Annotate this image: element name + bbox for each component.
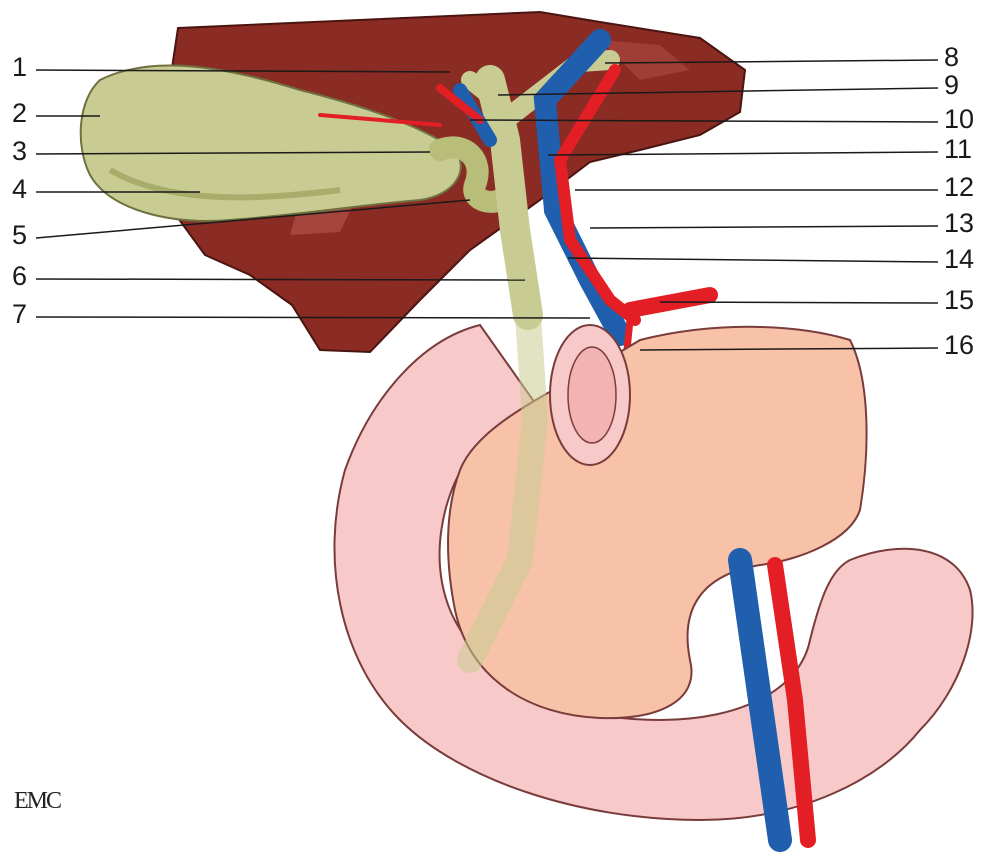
label-3: 3 [12, 138, 27, 165]
duodenum-lumen [568, 347, 616, 443]
leader-line-6 [36, 279, 525, 280]
leader-line-14 [568, 258, 938, 262]
label-4: 4 [12, 176, 27, 203]
leader-line-13 [590, 226, 938, 228]
label-2: 2 [12, 100, 27, 127]
label-7: 7 [12, 301, 27, 328]
leader-line-7 [36, 317, 590, 318]
label-6: 6 [12, 263, 27, 290]
leader-line-15 [660, 302, 938, 303]
label-9: 9 [944, 72, 959, 99]
label-15: 15 [944, 287, 974, 314]
label-1: 1 [12, 54, 27, 81]
label-14: 14 [944, 246, 974, 273]
label-13: 13 [944, 210, 974, 237]
label-12: 12 [944, 174, 974, 201]
label-16: 16 [944, 332, 974, 359]
label-11: 11 [944, 136, 972, 163]
label-10: 10 [944, 106, 974, 133]
label-5: 5 [12, 222, 27, 249]
credit-mark: EMC [14, 788, 60, 815]
label-8: 8 [944, 44, 959, 71]
